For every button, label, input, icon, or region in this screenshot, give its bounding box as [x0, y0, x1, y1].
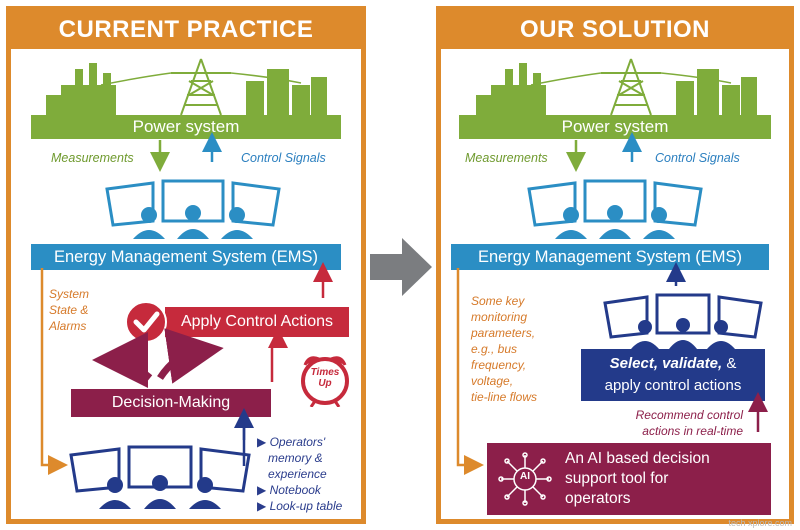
power-grid-skyline-icon: [476, 58, 757, 116]
list-item: ▶ Look-up table: [257, 499, 343, 513]
operator-workstation-icon: [105, 179, 281, 239]
list-item: ▶ Notebook: [257, 483, 321, 497]
control-signals-label: Control Signals: [241, 151, 326, 165]
list-item: ▶ Operators': [257, 435, 326, 449]
recommend-label: Recommend control actions in real-time: [635, 408, 743, 438]
power-grid-skyline-icon: [46, 58, 327, 116]
power-system-bar: Power system: [459, 115, 771, 139]
power-plant-icon: [476, 63, 546, 115]
power-system-bar: Power system: [31, 115, 341, 139]
operator-workstation-icon: [603, 293, 763, 349]
our-solution-panel: OUR SOLUTION Power system Measurements C…: [436, 6, 794, 524]
ai-tool-box: AI An AI based decision support tool for…: [487, 443, 771, 515]
checkmark-icon: [125, 301, 167, 343]
system-state-label: System State & Alarms: [49, 287, 90, 333]
ai-chip-label: AI: [520, 471, 530, 482]
operator-workstation-icon: [527, 179, 703, 239]
city-buildings-icon: [246, 69, 327, 115]
measurements-label: Measurements: [51, 151, 134, 165]
big-arrow-right-icon: [370, 238, 432, 296]
city-buildings-icon: [676, 69, 757, 115]
ems-bar: Energy Management System (EMS): [31, 244, 341, 270]
decision-branch-left-arrow: [92, 332, 153, 389]
list-item: experience: [268, 467, 327, 481]
monitoring-parameters-label: Some key monitoring parameters, e.g., bu…: [471, 294, 538, 404]
times-up-label: Times Up: [310, 367, 340, 389]
decision-to-apply-line: [270, 343, 284, 382]
measurements-label: Measurements: [465, 151, 548, 165]
operator-workstation-icon: [69, 445, 251, 509]
panel-title: CURRENT PRACTICE: [11, 11, 361, 49]
panel-title: OUR SOLUTION: [441, 11, 789, 49]
operators-resources-list: ▶ Operators' memory & experience ▶ Noteb…: [257, 434, 342, 514]
list-item: memory &: [268, 451, 323, 465]
current-practice-panel: CURRENT PRACTICE Power system Measuremen…: [6, 6, 366, 524]
ai-chip-icon: [498, 452, 552, 506]
ai-tool-label: An AI based decision support tool for op…: [565, 450, 710, 507]
ems-bar: Energy Management System (EMS): [451, 244, 769, 270]
select-validate-box: Select, validate, & apply control action…: [581, 349, 765, 401]
control-signals-label: Control Signals: [655, 151, 740, 165]
watermark: tech xplore.com: [728, 518, 792, 528]
decision-branch-right-arrow: [157, 328, 224, 384]
power-plant-icon: [46, 63, 116, 115]
monitoring-arrow: [456, 268, 484, 475]
state-alarms-arrow: [40, 268, 68, 475]
alarm-clock-icon: [301, 356, 349, 407]
